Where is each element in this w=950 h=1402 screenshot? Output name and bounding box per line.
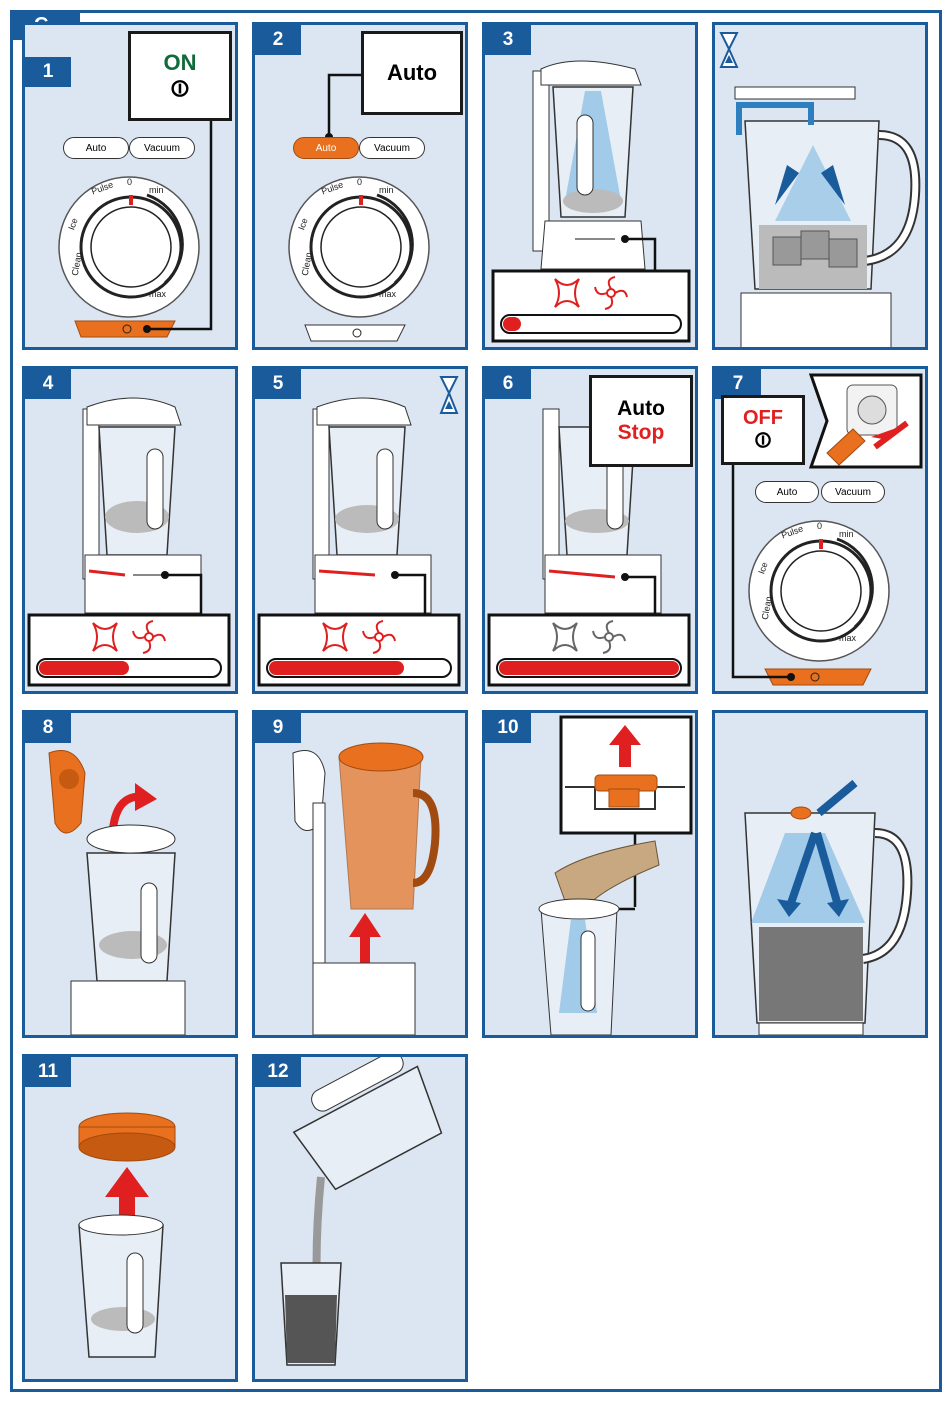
auto-stop-line1: Auto bbox=[617, 397, 665, 420]
vacuum-button[interactable]: Vacuum bbox=[821, 481, 885, 503]
control-dial-illustration bbox=[58, 113, 213, 338]
dial-zero-label: 0 bbox=[127, 177, 133, 187]
step-number: 12 bbox=[255, 1057, 301, 1087]
step-panel-2: 2 Auto Auto Vacuum Pulse 0 min max Ice C… bbox=[252, 22, 468, 350]
step-panel-8: 8 bbox=[22, 710, 238, 1038]
step-panel-9: 9 bbox=[252, 710, 468, 1038]
progress-fill bbox=[39, 661, 129, 675]
blender-blending-illustration bbox=[27, 397, 231, 687]
remove-lid-illustration bbox=[78, 1112, 176, 1358]
auto-stop-line2: Stop bbox=[617, 421, 665, 444]
vacuum-icon bbox=[554, 278, 580, 308]
control-dial-illustration bbox=[288, 73, 430, 342]
dial-min-label: min bbox=[839, 529, 854, 539]
blender-blending-illustration bbox=[257, 376, 461, 687]
step-number: 7 bbox=[715, 369, 761, 399]
remove-valve-illustration bbox=[538, 715, 693, 1035]
arrow-up-icon bbox=[609, 725, 641, 767]
step-panel-1: 1 ON ⏼ Auto Vacuum Pulse 0 min max Ice C… bbox=[22, 22, 238, 350]
dial-zero-label: 0 bbox=[357, 177, 363, 187]
step-panel-hourglass-1 bbox=[712, 22, 928, 350]
step-panel-10: 10 bbox=[482, 710, 698, 1038]
blender-vacuum-illustration bbox=[491, 60, 691, 343]
progress-fill bbox=[269, 661, 404, 675]
on-label: ON bbox=[163, 50, 197, 75]
power-icon: ⏼ bbox=[171, 76, 189, 101]
blender-stopped-illustration bbox=[487, 408, 691, 687]
step-number: 10 bbox=[485, 713, 531, 743]
step-number: 3 bbox=[485, 25, 531, 55]
auto-button[interactable]: Auto bbox=[293, 137, 359, 159]
dial-zero-label: 0 bbox=[817, 521, 823, 531]
step-number: 1 bbox=[25, 57, 71, 87]
step-panel-11: 11 bbox=[22, 1054, 238, 1382]
off-callout: OFF ⏼ bbox=[721, 395, 805, 465]
step-number: 6 bbox=[485, 369, 531, 399]
pour-illustration bbox=[280, 1057, 443, 1366]
step-panel-4: 4 bbox=[22, 366, 238, 694]
remove-vacuum-unit-illustration bbox=[48, 750, 186, 1035]
vacuum-button[interactable]: Vacuum bbox=[129, 137, 195, 159]
progress-fill bbox=[503, 317, 521, 331]
auto-stop-callout: Auto Stop bbox=[589, 375, 693, 467]
step-panel-6: 6 Auto Stop bbox=[482, 366, 698, 694]
plug-icon bbox=[808, 373, 923, 469]
step-panel-12: 12 bbox=[252, 1054, 468, 1382]
dial-max-label: max bbox=[839, 633, 857, 643]
auto-button[interactable]: Auto bbox=[755, 481, 819, 503]
power-icon: ⏼ bbox=[755, 430, 771, 452]
blade-icon bbox=[594, 276, 628, 310]
off-label: OFF bbox=[743, 407, 783, 429]
auto-callout-label: Auto bbox=[386, 60, 438, 85]
hourglass-icon bbox=[439, 376, 459, 414]
hourglass-icon bbox=[719, 32, 739, 68]
dial-max-label: max bbox=[149, 289, 167, 299]
air-release-illustration bbox=[744, 779, 913, 1035]
step-number: 9 bbox=[255, 713, 301, 743]
step-panel-5: 5 bbox=[252, 366, 468, 694]
step-panel-vacuum-release bbox=[712, 710, 928, 1038]
step-number: 5 bbox=[255, 369, 301, 399]
unplug-illustration bbox=[731, 373, 923, 686]
on-callout: ON ⏼ bbox=[128, 31, 232, 121]
vacuum-button[interactable]: Vacuum bbox=[359, 137, 425, 159]
step-number: 4 bbox=[25, 369, 71, 399]
step-panel-3: 3 bbox=[482, 22, 698, 350]
ingredient-vacuum-illustration bbox=[719, 32, 921, 347]
progress-fill bbox=[499, 661, 679, 675]
lift-jug-illustration bbox=[292, 742, 440, 1035]
dial-max-label: max bbox=[379, 289, 397, 299]
step-number: 11 bbox=[25, 1057, 71, 1087]
dial-min-label: min bbox=[149, 185, 164, 195]
step-number: 8 bbox=[25, 713, 71, 743]
step-panel-7: 7 OFF ⏼ Auto Vacuum Pulse 0 min max Ice … bbox=[712, 366, 928, 694]
auto-callout: Auto bbox=[361, 31, 463, 115]
dial-min-label: min bbox=[379, 185, 394, 195]
auto-button[interactable]: Auto bbox=[63, 137, 129, 159]
step-number: 2 bbox=[255, 25, 301, 55]
